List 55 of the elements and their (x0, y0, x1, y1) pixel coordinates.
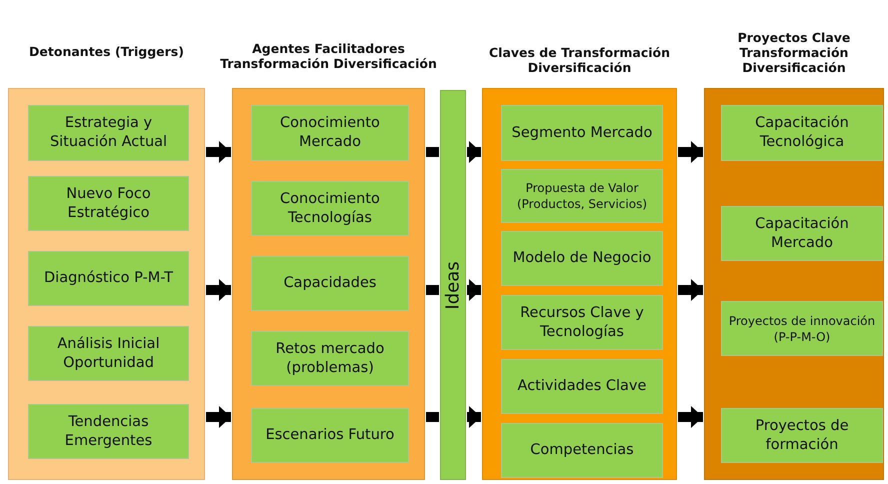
item-box (28, 404, 189, 459)
item-box (28, 105, 189, 161)
block-arrow (467, 279, 481, 301)
item-label: Proyectos de formación (754, 416, 850, 454)
item-box (721, 206, 883, 261)
item-label: Diagnóstico P-M-T (44, 269, 173, 288)
column-heading: Claves de Transformación Diversificación (488, 45, 671, 75)
ideas-bar (440, 90, 466, 480)
item-box (721, 408, 883, 463)
item-box (501, 423, 663, 478)
item-label: Conocimiento Mercado (279, 114, 381, 152)
block-arrow (467, 406, 481, 428)
block-arrow (678, 406, 703, 428)
block-arrow (678, 279, 703, 301)
item-box (501, 105, 663, 161)
item-label: Segmento Mercado (512, 124, 652, 142)
item-label: Proyectos de innovación (P-P-M-O) (728, 312, 876, 344)
item-label: Análisis Inicial Oportunidad (56, 334, 161, 372)
item-box (501, 295, 663, 350)
block-arrow (467, 141, 481, 163)
item-label: Actividades Clave (518, 377, 646, 396)
item-box (251, 256, 409, 311)
item-label: Capacitación Tecnológica (754, 114, 850, 152)
block-arrow (206, 406, 231, 428)
item-box (28, 251, 189, 306)
ideas-label: Ideas (442, 260, 464, 310)
item-label: Retos mercado (problemas) (274, 340, 386, 378)
item-label: Estrategia y Situación Actual (48, 114, 168, 152)
item-label: Capacidades (284, 274, 376, 293)
item-box (721, 105, 883, 161)
item-box (28, 176, 189, 231)
item-label: Propuesta de Valor (Productos, Servicios) (516, 180, 648, 212)
item-label: Recursos Clave y Tecnologías (519, 304, 645, 342)
item-label: Tendencias Emergentes (64, 412, 154, 450)
item-label: Escenarios Futuro (266, 426, 394, 445)
column-heading: Detonantes (Triggers) (28, 44, 185, 59)
item-box (721, 301, 883, 356)
item-label: Capacitación Mercado (754, 214, 850, 252)
item-box (251, 408, 409, 463)
column-heading: Proyectos Clave Transformación Diversificación (736, 30, 852, 75)
block-arrow (206, 279, 231, 301)
item-label: Modelo de Negocio (512, 249, 652, 268)
item-box (28, 326, 189, 381)
item-label: Competencias (530, 441, 634, 460)
item-box (501, 231, 663, 286)
item-box (251, 105, 409, 161)
item-box (501, 169, 663, 223)
item-label: Nuevo Foco Estratégico (65, 184, 152, 222)
column-heading: Agentes Facilitadores Transformación Diversificación (219, 41, 438, 71)
item-label: Conocimiento Tecnologías (279, 190, 381, 228)
block-arrow (678, 141, 703, 163)
item-box (251, 331, 409, 386)
item-box (501, 359, 663, 414)
item-box (251, 181, 409, 236)
block-arrow (206, 141, 231, 163)
